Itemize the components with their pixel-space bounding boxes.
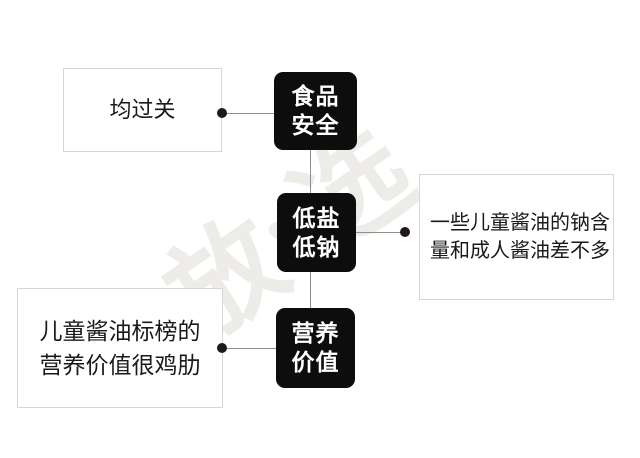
note-box-pass-verdict: 均过关 [63,68,222,152]
connector-line-food-safety-to-low-salt [310,150,311,193]
connector-dot-sodium [400,227,410,237]
note-box-nutrition-verdict: 儿童酱油标榜的 营养价值很鸡肋 [17,288,223,408]
flow-node-low-salt-sodium: 低盐 低钠 [277,193,356,272]
flow-node-label-line: 低钠 [292,233,341,260]
connector-line-low-salt-to-sodium-note [356,232,405,233]
flow-node-label-line: 安全 [291,112,340,138]
note-text-line: 一些儿童酱油的钠含 [430,212,610,234]
note-text-line: 量和成人酱油差不多 [430,240,610,262]
note-text: 均过关 [109,97,176,122]
connector-dot-nutrition [217,343,227,353]
flow-node-food-safety: 食品 安全 [274,72,357,150]
connector-line-pass-to-food-safety [222,113,274,114]
flow-node-label-line: 食品 [291,83,340,109]
note-box-sodium-verdict: 一些儿童酱油的钠含 量和成人酱油差不多 [419,174,614,300]
connector-line-nutrition-note-to-nutrition [222,348,276,349]
flow-node-label-line: 营养 [291,320,340,346]
flow-node-nutrition-value: 营养 价值 [276,308,355,388]
connector-dot-pass [217,108,227,118]
flow-node-label-line: 低盐 [292,204,341,231]
flow-node-label-line: 价值 [291,349,340,375]
note-text-line: 儿童酱油标榜的 [39,318,201,344]
connector-line-low-salt-to-nutrition [310,272,311,308]
note-text-line: 营养价值很鸡肋 [39,352,201,378]
